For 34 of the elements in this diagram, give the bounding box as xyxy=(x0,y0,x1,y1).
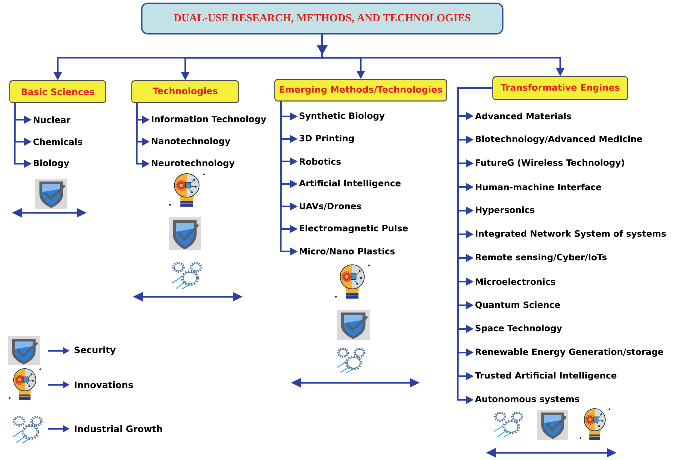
list-item: Electromagnetic Pulse xyxy=(300,224,408,234)
category-box: Transformative Engines xyxy=(492,76,628,100)
list-item: Nanotechnology xyxy=(152,138,231,146)
list-item: Nuclear xyxy=(34,116,71,124)
list-item: Quantum Science xyxy=(476,302,560,310)
list-item: Microelectronics xyxy=(476,278,556,286)
list-item: Information Technology xyxy=(152,116,266,124)
legend-label: Security xyxy=(74,346,116,356)
list-item: Remote sensing/Cyber/IoTs xyxy=(476,254,607,262)
list-item: Micro/Nano Plastics xyxy=(300,248,395,256)
list-item: Artificial Intelligence xyxy=(299,180,401,188)
title-box: DUAL-USE RESEARCH, METHODS, AND TECHNOLOGIES xyxy=(141,2,504,35)
list-item: Integrated Network System of systems xyxy=(476,230,666,239)
category-box: Basic Sciences xyxy=(10,80,106,104)
list-item: Advanced Materials xyxy=(475,112,572,120)
list-item: Human-machine Interface xyxy=(476,184,602,191)
list-item: UAVs/Drones xyxy=(300,203,362,210)
legend-label: Industrial Growth xyxy=(75,426,162,432)
list-item: Synthetic Biology xyxy=(300,112,385,121)
list-item: Space Technology xyxy=(476,324,562,334)
list-item: Biotechnology/Advanced Medicine xyxy=(476,136,642,144)
list-item: Trusted Artificial Intelligence xyxy=(475,372,617,381)
legend-label: Innovations xyxy=(75,382,134,388)
list-item: FutureG (Wireless Technology) xyxy=(476,159,624,168)
category-box: Technologies xyxy=(132,80,240,104)
list-item: 3D Printing xyxy=(300,134,354,144)
list-item: Autonomous systems xyxy=(475,396,580,404)
list-item: Renewable Energy Generation/storage xyxy=(476,348,664,358)
category-box: Emerging Methods/Technologies xyxy=(274,79,448,102)
list-item: Biology xyxy=(34,160,70,168)
list-item: Neurotechnology xyxy=(152,160,235,168)
list-item: Hypersonics xyxy=(476,206,535,216)
list-item: Chemicals xyxy=(34,138,82,146)
list-item: Robotics xyxy=(300,158,341,166)
